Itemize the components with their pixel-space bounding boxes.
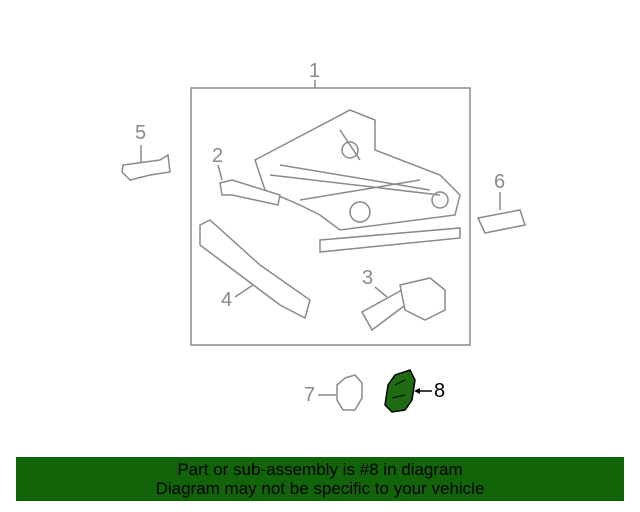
part-4-rail — [199, 219, 311, 320]
part-7-gear — [318, 374, 363, 411]
callout-8: 8 — [434, 380, 446, 402]
assembly-box — [190, 87, 471, 346]
callout-6: 6 — [494, 171, 506, 193]
banner-line-2: Diagram may not be specific to your vehi… — [155, 479, 485, 498]
callout-1: 1 — [309, 60, 321, 82]
banner-line-1: Part or sub-assembly is #8 in diagram — [177, 460, 463, 479]
callout-4: 4 — [221, 289, 233, 311]
part-6-cap — [476, 192, 526, 234]
callout-3: 3 — [362, 267, 374, 289]
part-2 — [217, 164, 281, 206]
seat-frame-part — [254, 109, 461, 253]
part-3-motor — [360, 277, 446, 332]
part-5-bracket — [121, 145, 171, 181]
info-banner: Part or sub-assembly is #8 in diagram Di… — [16, 457, 624, 501]
callout-5: 5 — [135, 122, 147, 144]
part-8-highlighted — [384, 369, 432, 413]
callout-2: 2 — [212, 145, 224, 167]
callout-7: 7 — [304, 384, 316, 406]
